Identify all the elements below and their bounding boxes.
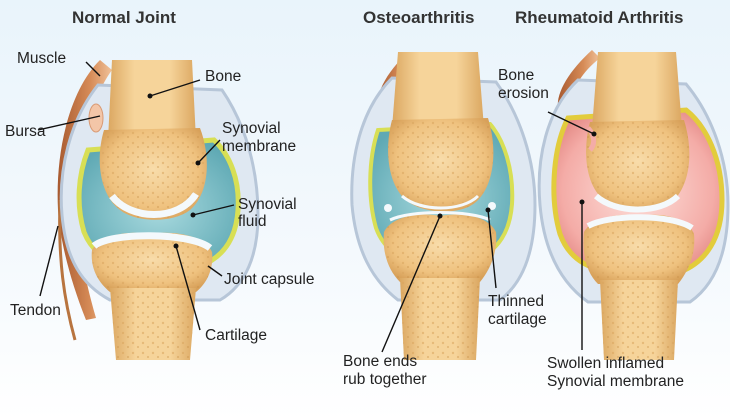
upper-bone-shaft — [108, 60, 196, 140]
lower-cartilage — [91, 232, 213, 251]
rheum-upper-shaft — [592, 52, 682, 128]
label-bursa: Bursa — [5, 123, 46, 140]
upper-cartilage — [109, 191, 199, 218]
label-synovial-membrane-line1: Synovial — [222, 120, 281, 137]
title-normal-joint: Normal Joint — [72, 8, 176, 27]
rheumatoid-illustration — [537, 50, 730, 360]
label-synovial-membrane-line2: membrane — [222, 138, 296, 155]
osteo-upper-shaft — [392, 52, 484, 128]
label-bone-erosion-line1: Bone — [498, 67, 534, 84]
label-bone-ends-line1: Bone ends — [343, 353, 417, 370]
label-swollen-line1: Swollen inflamed — [547, 355, 664, 372]
label-bone-erosion-line2: erosion — [498, 85, 549, 102]
osteo-thin-cartilage-bottom — [389, 211, 491, 222]
label-tendon: Tendon — [10, 302, 61, 319]
label-swollen-line2: Synovial membrane — [547, 373, 684, 390]
label-bone-ends-line2: rub together — [343, 371, 427, 388]
label-cartilage: Cartilage — [205, 327, 267, 344]
bone-erosion-mark — [586, 126, 597, 152]
title-osteoarthritis: Osteoarthritis — [363, 8, 474, 27]
label-joint-capsule: Joint capsule — [224, 271, 314, 288]
leader-lines — [37, 61, 597, 353]
osteo-thin-cartilage-top — [401, 194, 480, 210]
label-bone: Bone — [205, 68, 241, 85]
label-synovial-fluid-line1: Synovial — [238, 196, 297, 213]
label-muscle: Muscle — [17, 50, 66, 67]
label-thinned-cartilage-line1: Thinned — [488, 293, 544, 310]
osteoarthritis-illustration — [350, 52, 537, 360]
normal-joint-illustration — [57, 60, 260, 360]
title-rheumatoid-arthritis: Rheumatoid Arthritis — [515, 8, 683, 27]
label-thinned-cartilage-line2: cartilage — [488, 311, 547, 328]
label-synovial-fluid-line2: fluid — [238, 213, 266, 230]
